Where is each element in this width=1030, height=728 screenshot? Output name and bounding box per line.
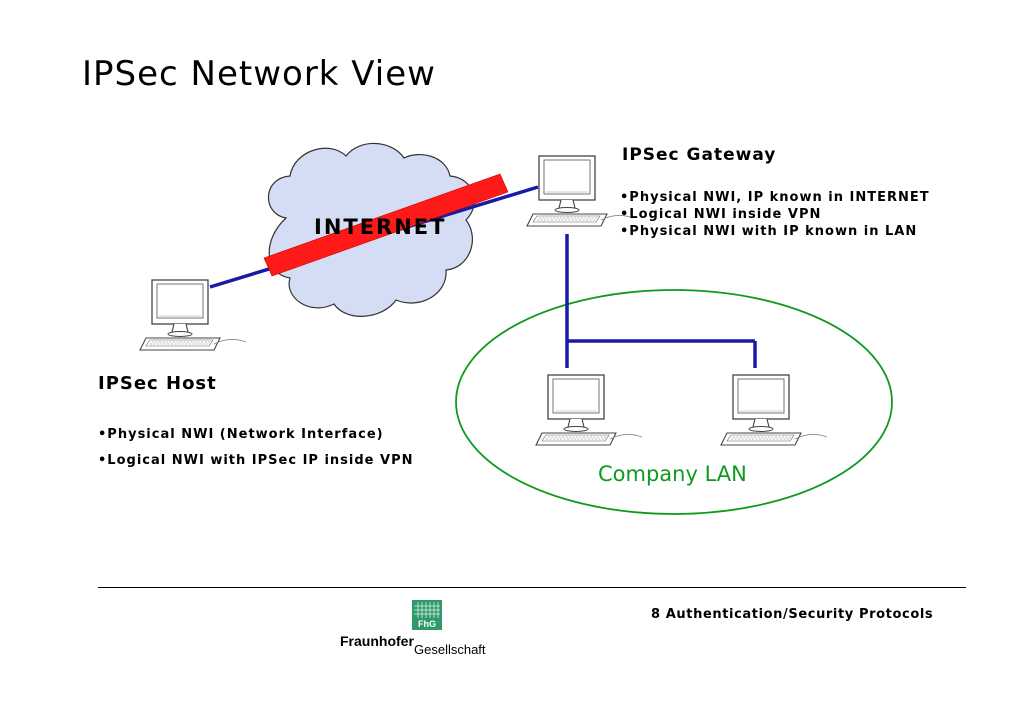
host-heading: IPSec Host [98, 373, 217, 394]
gateway-bullet: •Physical NWI with IP known in LAN [620, 224, 918, 239]
logo-subtitle: Gesellschaft [414, 642, 486, 657]
host-computer-icon [139, 279, 247, 351]
vpn-tunnel [263, 173, 509, 277]
company-lan-boundary [455, 289, 893, 515]
host-bullet: •Logical NWI with IPSec IP inside VPN [98, 453, 414, 468]
gateway-bullet: •Physical NWI, IP known in INTERNET [620, 190, 930, 205]
gateway-bullets: •Physical NWI, IP known in INTERNET •Log… [620, 189, 930, 240]
lan-links [565, 234, 757, 368]
lan-computer-1-icon [535, 374, 643, 446]
internet-label: INTERNET [314, 215, 447, 239]
footer-divider [98, 587, 966, 588]
footer-section-title: 8 Authentication/Security Protocols [651, 607, 934, 622]
fraunhofer-logo-icon: FhG [412, 600, 442, 630]
gateway-computer-icon [526, 155, 634, 227]
host-bullets: •Physical NWI (Network Interface) •Logic… [98, 422, 413, 474]
host-bullet: •Physical NWI (Network Interface) [98, 427, 384, 442]
gateway-bullet: •Logical NWI inside VPN [620, 207, 822, 222]
company-lan-label: Company LAN [598, 462, 747, 486]
lan-computer-2-icon [720, 374, 828, 446]
page-title: IPSec Network View [82, 54, 436, 94]
logo-name: Fraunhofer [340, 633, 414, 649]
gateway-heading: IPSec Gateway [622, 145, 777, 165]
logo-badge-text: FhG [418, 619, 436, 629]
